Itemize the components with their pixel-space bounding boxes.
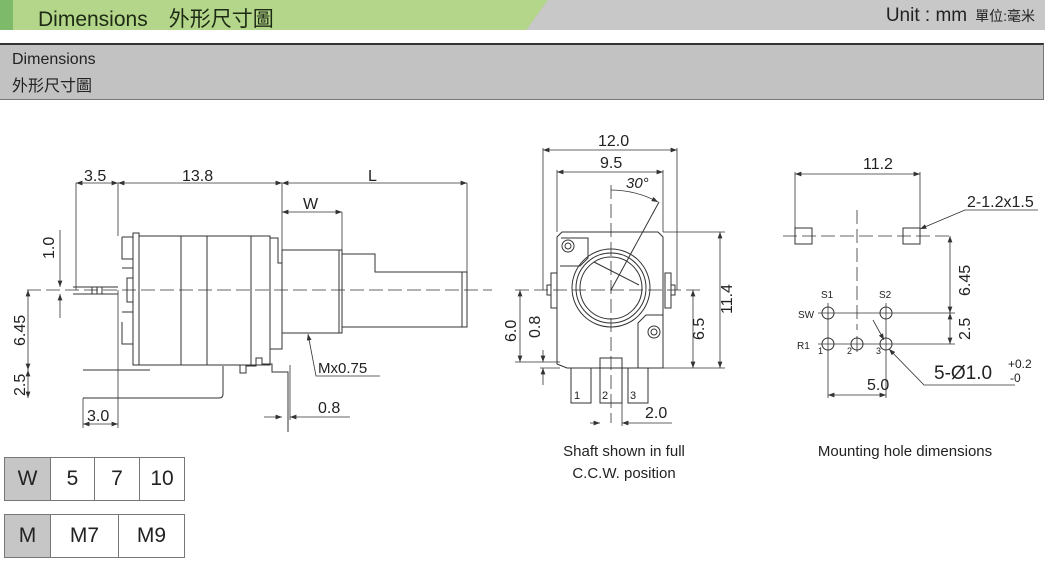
front-caption-2: C.C.W. position [572,465,675,482]
front-caption-1: Shaft shown in full [563,443,685,460]
label-s1: S1 [821,290,834,301]
dim-6-45: 6.45 [12,315,29,346]
section-title-cn: 外形尺寸圖 [12,78,93,95]
hole-2-label: 2 [847,346,852,356]
header-strip [0,0,13,30]
dim-12-0: 12.0 [598,133,629,150]
label-s2: S2 [879,290,892,301]
header-unit: Unit : mm 單位:毫米 [886,5,1035,27]
w-table-header: W [5,458,50,500]
front-view: 1 2 3 12.0 9.5 30° 11.4 6.5 6.0 0.8 2.0 … [503,133,736,482]
w-table-cell: 7 [94,458,139,500]
w-table: W 5 7 10 [4,457,185,501]
m-table-header: M [5,515,50,557]
hole-label: 5-Ø1.0 [934,363,992,384]
dim-9-5: 9.5 [600,155,622,172]
dim-0-8-front: 0.8 [527,316,544,338]
w-table-cell: 5 [50,458,94,500]
dim-5-0: 5.0 [867,377,889,394]
side-view: 3.5 13.8 L W 1.0 6.45 2.5 3.0 Mx0.75 0.8 [12,168,492,432]
unit-label: Unit : mm [885,5,968,26]
dim-0-8: 0.8 [318,400,340,417]
section-title-en: Dimensions [12,51,96,68]
mount-view: 11.2 2-1.2x1.5 6.45 2.5 5.0 5-Ø1.0 +0.2 … [783,156,1038,460]
dim-2-0: 2.0 [645,405,667,422]
dim-W: W [303,196,319,213]
hole-tol-plus: +0.2 [1008,357,1032,371]
header-bar: Dimensions 外形尺寸圖 Unit : mm 單位:毫米 [0,0,1045,31]
header-title: Dimensions 外形尺寸圖 [38,8,274,31]
dim-L: L [368,168,377,185]
dim-6-5: 6.5 [691,318,708,340]
dim-2-5-mount: 2.5 [957,318,974,340]
pin-3-label: 3 [630,390,636,402]
dim-1-0: 1.0 [41,237,58,259]
dim-6-45-mount: 6.45 [957,265,974,296]
dim-13-8: 13.8 [182,168,213,185]
unit-label-cn: 單位:毫米 [975,8,1035,24]
thread-label: Mx0.75 [318,360,367,377]
hole-1-label: 1 [818,346,823,356]
label-r1: R1 [797,341,810,352]
dim-6-0: 6.0 [503,320,520,342]
pin-1-label: 1 [574,390,580,402]
header-accent [0,0,548,30]
m-table: M M7 M9 [4,514,185,558]
label-sw: SW [798,310,815,321]
dim-11-4: 11.4 [719,284,736,314]
mount-caption: Mounting hole dimensions [818,443,992,460]
m-table-cell: M7 [50,515,118,557]
section-heading: Dimensions 外形尺寸圖 [0,43,1044,100]
slot-label: 2-1.2x1.5 [967,194,1034,211]
hole-3-label: 3 [876,346,881,356]
w-table-cell: 10 [139,458,184,500]
pin-2-label: 2 [602,390,608,402]
dim-3-5: 3.5 [84,168,106,185]
pcb-holes [818,303,896,355]
dim-3-0: 3.0 [87,408,109,425]
dim-2-5: 2.5 [12,374,29,396]
angle-label: 30° [626,175,649,192]
m-table-cell: M9 [118,515,184,557]
dim-11-2: 11.2 [863,156,893,173]
hole-tol-minus: -0 [1010,371,1021,385]
